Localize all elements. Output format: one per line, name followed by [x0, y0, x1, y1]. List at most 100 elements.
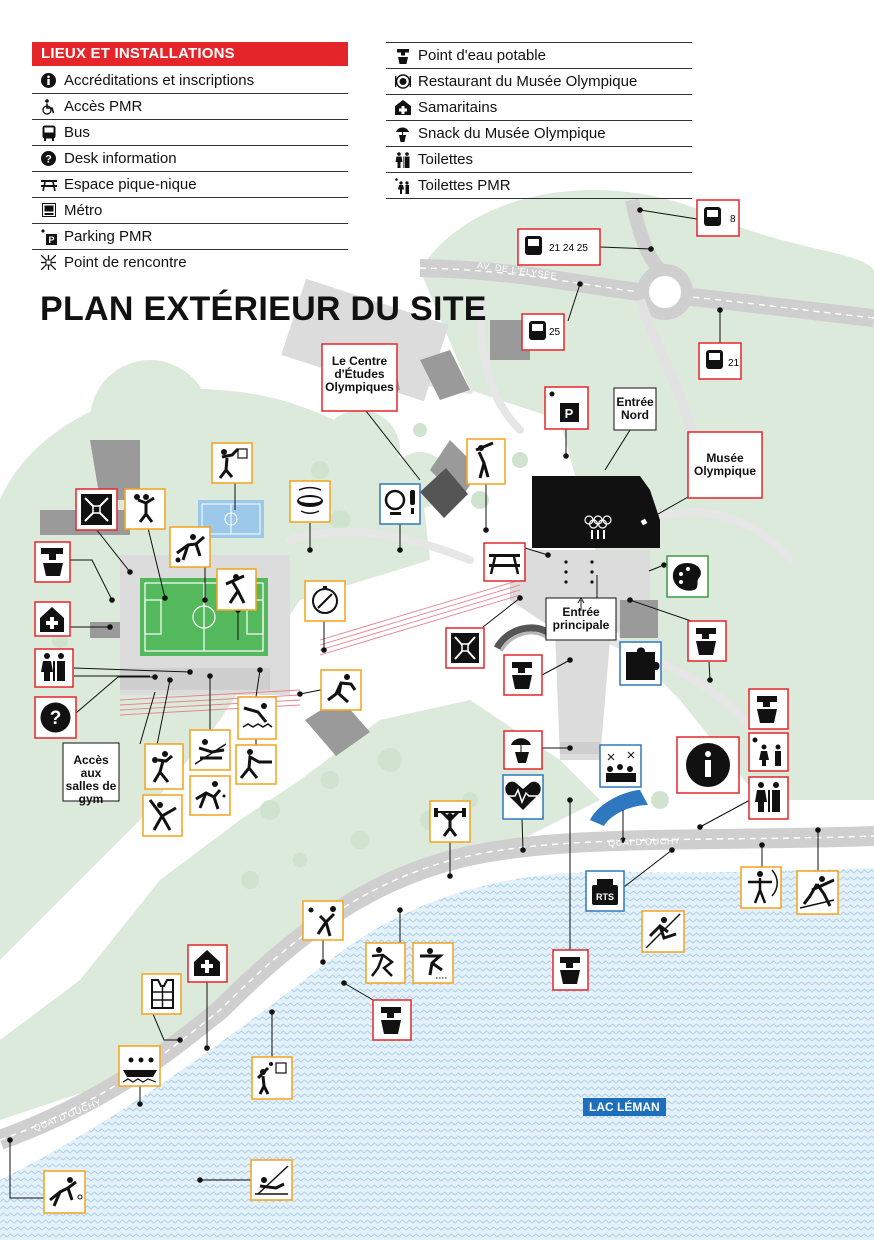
football-marker — [169, 526, 211, 568]
swimming-marker — [237, 696, 277, 740]
karate-marker — [142, 794, 183, 837]
legend-item: Point de rencontre — [32, 250, 348, 275]
legend-label: Samaritains — [418, 99, 498, 116]
audience-marker[interactable] — [599, 744, 642, 788]
legend-item: Accès PMR — [32, 94, 348, 120]
legend-item: Accréditations et inscriptions — [32, 68, 348, 94]
tennis-marker — [189, 775, 231, 816]
blue-flag — [590, 790, 648, 826]
legend-label: Toilettes — [418, 151, 474, 168]
skating-marker — [412, 942, 454, 984]
musee-box[interactable] — [687, 431, 763, 499]
meeting-point-icon — [40, 254, 57, 271]
acces-salles-label: Accès aux salles de gym — [65, 753, 117, 806]
skateboard-marker — [365, 942, 406, 984]
picnic-marker[interactable] — [483, 542, 526, 582]
legend-item: Samaritains — [386, 95, 692, 121]
legend-label: Point de rencontre — [64, 254, 187, 271]
parking-pmr-marker[interactable]: P — [544, 386, 589, 430]
weightlifting-marker — [429, 800, 471, 843]
first-aid-icon — [394, 99, 411, 116]
legend-item: P Parking PMR — [32, 224, 348, 250]
badminton-marker — [43, 1170, 86, 1214]
legend-item: Toilettes — [386, 147, 692, 173]
puzzle-marker[interactable] — [619, 641, 662, 686]
bus-stop-21-24-25[interactable]: 21 24 25 — [517, 228, 601, 266]
legend-header: LIEUX ET INSTALLATIONS — [32, 42, 348, 66]
sailing-marker — [250, 1159, 293, 1201]
art-palette-marker[interactable] — [666, 555, 709, 598]
desk-info-marker[interactable]: ? — [34, 696, 77, 739]
legend-label: Métro — [64, 202, 103, 219]
legend-item: Point d'eau potable — [386, 42, 692, 69]
climbing-marker — [641, 910, 685, 953]
water-tap-marker-1[interactable] — [34, 541, 71, 583]
water-tap-marker-2[interactable] — [503, 654, 543, 696]
lake-label: LAC LÉMAN — [583, 1098, 666, 1116]
picnic-table-icon — [40, 176, 57, 193]
acces-salles-box[interactable] — [62, 742, 120, 802]
restaurant-marker[interactable] — [379, 483, 421, 525]
beach-volley-marker — [251, 1056, 293, 1100]
baseball-marker — [216, 568, 257, 611]
first-aid-marker-2[interactable] — [187, 944, 228, 983]
legend-item: Métro — [32, 198, 348, 224]
wheelchair-icon — [40, 98, 57, 115]
snack-icon — [394, 125, 411, 142]
bus-stop-21[interactable]: 21 — [698, 342, 742, 380]
svg-text:P: P — [48, 235, 54, 245]
rowing-gym-marker — [189, 729, 231, 771]
legend-item: Espace pique-nique — [32, 172, 348, 198]
athletics-marker — [320, 669, 362, 711]
bus-21-24-25-label: 21 24 25 — [549, 243, 588, 254]
bus-8-label: 8 — [730, 214, 736, 225]
legend-item: Bus — [32, 120, 348, 146]
sport-markers[interactable] — [43, 438, 839, 1214]
legend-label: Bus — [64, 124, 90, 141]
metro-icon — [40, 202, 57, 219]
bus-stop-25[interactable]: 25 — [521, 313, 565, 351]
legend-label: Point d'eau potable — [418, 47, 546, 64]
meeting-point-marker[interactable] — [75, 488, 118, 531]
water-tap-marker-6[interactable] — [372, 999, 412, 1041]
meeting-point-marker-2[interactable] — [445, 627, 485, 669]
legend-list-right: Point d'eau potable Restaurant du Musée … — [386, 42, 692, 199]
water-tap-marker-4[interactable] — [748, 688, 789, 730]
water-tap-marker-3[interactable] — [687, 620, 727, 662]
bus-stop-8[interactable]: 8 — [696, 199, 740, 237]
entree-principale-label: Entrée principale — [552, 605, 610, 632]
rafting-marker — [118, 1045, 161, 1087]
bus-25-label: 25 — [549, 327, 561, 338]
orienteering-marker — [304, 580, 346, 622]
legend-item: Snack du Musée Olympique — [386, 121, 692, 147]
health-marker[interactable] — [502, 774, 544, 820]
ski-marker — [796, 870, 839, 915]
legend-label: Accès PMR — [64, 98, 143, 115]
first-aid-marker-1[interactable] — [34, 601, 71, 637]
musee-label: Musée Olympique — [693, 451, 756, 478]
centre-etudes-box[interactable] — [321, 343, 398, 412]
toilets-pmr-marker[interactable] — [748, 732, 789, 772]
rts-marker[interactable]: RTS — [585, 870, 625, 912]
musee-building — [532, 476, 660, 548]
legend-item: ? Desk information — [32, 146, 348, 172]
accreditation-marker[interactable] — [676, 736, 740, 794]
bus-21-label: 21 — [728, 358, 740, 369]
fencing-marker — [235, 744, 277, 785]
legend-item: Restaurant du Musée Olympique — [386, 69, 692, 95]
legend-label: Espace pique-nique — [64, 176, 197, 193]
toilets-marker-2[interactable] — [748, 776, 789, 820]
entree-nord-box[interactable] — [613, 387, 657, 431]
snack-marker[interactable] — [503, 730, 543, 770]
golf-marker — [466, 438, 506, 485]
question-icon: ? — [40, 150, 57, 167]
legend-label: Accréditations et inscriptions — [64, 72, 255, 89]
centre-etudes-label: Le Centre d'Études Olympiques — [325, 354, 394, 394]
water-tap-marker-5[interactable] — [552, 949, 589, 991]
water-tap-icon — [394, 47, 411, 64]
bus-icon — [40, 124, 57, 141]
toilets-pmr-icon — [394, 177, 411, 194]
svg-text:?: ? — [50, 708, 62, 729]
toilets-marker-1[interactable] — [34, 648, 74, 688]
